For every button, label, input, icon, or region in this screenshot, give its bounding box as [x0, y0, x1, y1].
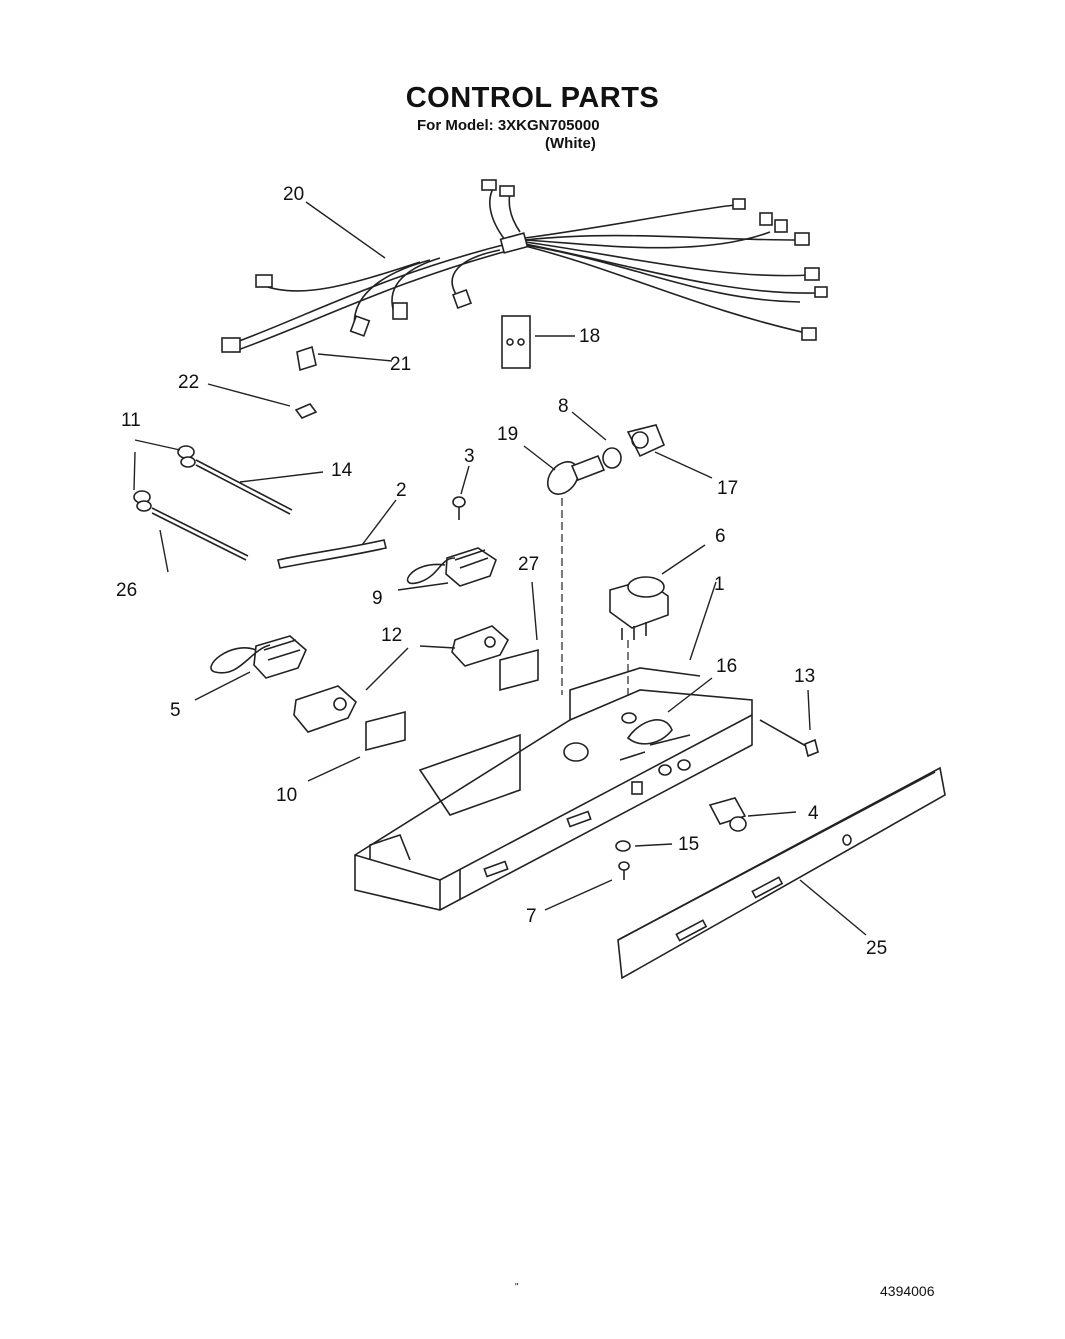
callout-15: 15	[678, 834, 699, 855]
color-variant: (White)	[545, 135, 596, 152]
mounting-screw-part	[618, 861, 630, 880]
callout-14: 14	[331, 460, 353, 481]
control-housing-part	[354, 667, 753, 911]
callout-18: 18	[579, 326, 600, 347]
trim-strip-part	[617, 766, 946, 980]
switch-assembly-part	[406, 496, 497, 587]
model-line: For Model: 3XKGN705000	[417, 117, 600, 134]
rocker-switch-part	[708, 797, 747, 832]
callout-17: 17	[717, 478, 738, 499]
tube-part	[277, 539, 387, 569]
lamp-socket-parts	[546, 424, 666, 495]
callout-25: 25	[866, 938, 887, 959]
clip-part	[296, 345, 317, 372]
control-module-part	[609, 576, 669, 640]
callout-1: 1	[714, 574, 725, 595]
document-number: 4394006	[880, 1283, 935, 1299]
wire-harness-part	[221, 179, 828, 353]
callout-10: 10	[276, 785, 297, 806]
callout-21: 21	[390, 354, 411, 375]
switch-part	[210, 635, 307, 679]
callout-11: 11	[121, 410, 141, 431]
page-title: CONTROL PARTS	[405, 82, 660, 114]
footer-mark: "	[515, 1282, 519, 1293]
knob-shaft-parts	[133, 445, 293, 561]
callout-labels: 20 18 21 22 11 14 3 2 19 8 17 26 9 27 6 …	[116, 184, 887, 959]
label-part-2	[365, 710, 406, 752]
callout-3: 3	[464, 446, 475, 467]
callout-27: 27	[518, 554, 539, 575]
callout-9: 9	[372, 588, 383, 609]
label-part	[499, 648, 539, 692]
callout-5: 5	[170, 700, 181, 721]
bracket-parts	[293, 625, 510, 733]
callout-26: 26	[116, 580, 137, 601]
callout-7: 7	[526, 906, 537, 927]
screw-part	[804, 738, 819, 758]
callout-16: 16	[716, 656, 737, 677]
callout-2: 2	[396, 480, 407, 501]
callout-8: 8	[558, 396, 569, 417]
washer-part	[615, 840, 631, 852]
callout-13: 13	[794, 666, 815, 687]
callout-4: 4	[808, 803, 819, 824]
callout-19: 19	[497, 424, 518, 445]
small-clip-part	[294, 403, 318, 419]
callout-6: 6	[715, 526, 726, 547]
callout-22: 22	[178, 372, 199, 393]
callout-12: 12	[381, 625, 402, 646]
leader-lines	[133, 201, 867, 936]
callout-20: 20	[283, 184, 304, 205]
